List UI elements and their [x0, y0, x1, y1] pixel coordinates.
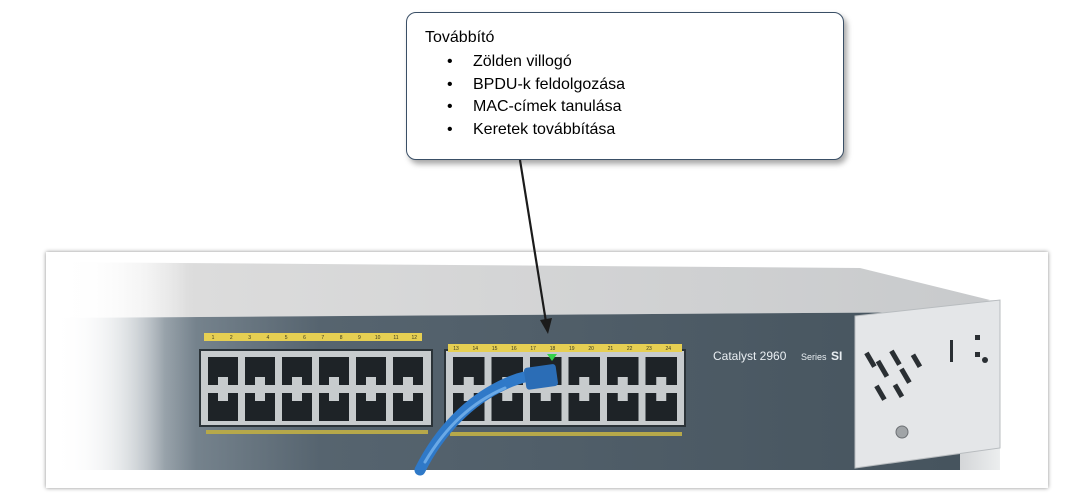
port-latch-notch	[502, 393, 513, 401]
port-latch-notch	[403, 377, 413, 385]
port-number-label: 21	[608, 346, 614, 352]
port-latch-notch	[463, 377, 474, 385]
ethernet-ports-left	[208, 357, 423, 421]
port-number-label: 1	[212, 335, 215, 341]
callout-bullet-list: Zölden villogó BPDU-k feldolgozása MAC-c…	[425, 51, 825, 141]
port-latch-notch	[656, 393, 667, 401]
port-number-label: 19	[569, 346, 575, 352]
port-number-labels-right: 13 14 15 16 17 18 19 20 21 22 23 24	[453, 346, 671, 352]
port-number-label: 8	[340, 335, 343, 341]
port-latch-notch	[463, 393, 474, 401]
cable-connector	[524, 364, 558, 390]
port-latch-notch	[617, 393, 628, 401]
port-number-label: 6	[303, 335, 306, 341]
port-latch-notch	[329, 393, 339, 401]
port-number-label: 20	[588, 346, 594, 352]
callout-pointer-arrowhead	[540, 318, 552, 334]
port-latch-notch	[617, 377, 628, 385]
port-latch-notch	[329, 377, 339, 385]
port-latch-notch	[579, 377, 590, 385]
switch-series-label: Series	[801, 352, 827, 362]
state-callout-box: Továbbító Zölden villogó BPDU-k feldolgo…	[406, 12, 844, 160]
port-number-label: 15	[492, 346, 498, 352]
port-number-label: 16	[511, 346, 517, 352]
side-vent-holes	[864, 335, 988, 401]
callout-pointer-line	[518, 159, 548, 323]
port-number-label: 2	[230, 335, 233, 341]
switch-model-label: Catalyst 2960	[713, 349, 787, 363]
port-number-label: 10	[375, 335, 381, 341]
port-number-label: 12	[412, 335, 418, 341]
bullet-item: MAC-címek tanulása	[447, 96, 825, 119]
port-number-label: 23	[646, 346, 652, 352]
status-led-strip-right	[450, 432, 682, 436]
callout-title: Továbbító	[425, 29, 495, 46]
status-led-strip-left	[206, 430, 428, 434]
switch-si-label: SI	[831, 349, 842, 363]
port-number-label: 4	[267, 335, 270, 341]
link-led-green	[547, 354, 557, 361]
port-latch-notch	[366, 377, 376, 385]
port-label-strip-left	[204, 333, 422, 341]
port-number-label: 13	[453, 346, 459, 352]
port-number-label: 22	[627, 346, 633, 352]
port-number-label: 24	[666, 346, 672, 352]
port-module-right	[444, 349, 686, 427]
port-number-label: 9	[358, 335, 361, 341]
port-number-label: 3	[248, 335, 251, 341]
port-number-label: 5	[285, 335, 288, 341]
port-label-strip-right	[448, 344, 682, 352]
switch-top-surface	[46, 262, 990, 318]
port-number-label: 11	[393, 335, 398, 341]
port-number-label: 7	[321, 335, 324, 341]
port-latch-notch	[218, 393, 228, 401]
port-latch-notch	[366, 393, 376, 401]
port-latch-notch	[292, 377, 302, 385]
port-latch-notch	[255, 393, 265, 401]
bullet-item: BPDU-k feldolgozása	[447, 74, 825, 97]
port-latch-notch	[292, 393, 302, 401]
port-latch-notch	[255, 377, 265, 385]
ethernet-cable-highlight	[423, 386, 507, 464]
port-latch-notch	[540, 393, 551, 401]
port-number-label: 17	[530, 346, 536, 352]
port-latch-notch	[218, 377, 228, 385]
port-latch-notch	[656, 377, 667, 385]
side-screw	[895, 425, 909, 439]
port-number-label: 14	[473, 346, 479, 352]
port-number-label: 18	[550, 346, 556, 352]
bullet-item: Zölden villogó	[447, 51, 825, 74]
port-latch-notch	[403, 393, 413, 401]
bullet-item: Keretek továbbítása	[447, 119, 825, 142]
switch-side-face	[854, 299, 1001, 469]
port-latch-notch	[579, 393, 590, 401]
left-fade-overlay	[46, 258, 196, 472]
